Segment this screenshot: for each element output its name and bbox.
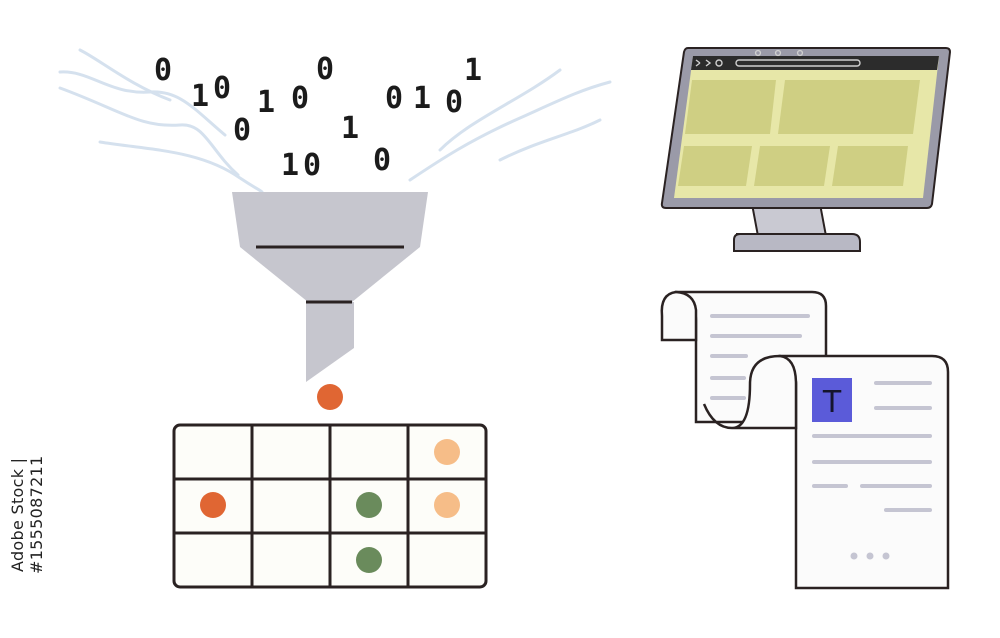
- binary-digit: 0: [445, 85, 463, 120]
- scroll-back-text-lines: [710, 314, 810, 400]
- binary-digit: 1: [413, 81, 431, 116]
- more-dots-icon: [850, 552, 890, 560]
- wave-line: [58, 86, 240, 177]
- binary-digit: 0: [316, 52, 334, 87]
- grid-dot-green: [356, 492, 382, 518]
- funnel-cone: [240, 247, 420, 302]
- binary-digit: 0: [154, 53, 172, 88]
- binary-digit: 1: [281, 148, 299, 183]
- binary-digit: 0: [303, 148, 321, 183]
- screen-content-tiles: [678, 80, 920, 186]
- binary-digit: 0: [213, 71, 231, 106]
- type-badge-letter: T: [822, 385, 842, 420]
- document-scroll-icon: T: [660, 290, 950, 590]
- scroll-front-curl: [731, 354, 798, 430]
- binary-digit: 1: [191, 79, 209, 114]
- binary-digit: 0: [373, 143, 391, 178]
- back-arrow-icon: [695, 59, 701, 67]
- falling-data-dot: [317, 384, 343, 410]
- binary-digit: 1: [341, 111, 359, 146]
- scroll-curl-edge: [702, 403, 733, 430]
- screen-tile: [754, 146, 830, 186]
- browser-bar: [691, 56, 939, 70]
- dot: [850, 552, 858, 560]
- wave-line: [498, 118, 602, 162]
- monitor-icon: [660, 47, 952, 252]
- browser-controls: [695, 49, 861, 67]
- binary-digit: 1: [464, 53, 482, 88]
- address-bar: [735, 59, 861, 67]
- dot: [882, 552, 890, 560]
- scroll-front-text-lines: [812, 381, 932, 512]
- data-wave-lines: [58, 48, 612, 194]
- grid-dot-green: [356, 547, 382, 573]
- funnel-spout: [306, 302, 354, 382]
- screen-tile: [778, 80, 920, 134]
- scroll-front-page: [778, 354, 950, 590]
- grid-dot-red: [200, 492, 226, 518]
- binary-digit: 0: [385, 81, 403, 116]
- window-button-icon: [774, 49, 782, 57]
- grid-dot-peach: [434, 492, 460, 518]
- scroll-back-curl: [660, 290, 698, 342]
- screen-tile: [832, 146, 908, 186]
- window-button-icon: [796, 49, 804, 57]
- wave-line: [438, 68, 562, 152]
- binary-digit: 0: [233, 113, 251, 148]
- screen-tile: [685, 80, 776, 134]
- stock-id-watermark: Adobe Stock | #1555087211: [8, 455, 46, 575]
- dot: [866, 552, 874, 560]
- data-grid-icon: [172, 423, 488, 589]
- binary-digit: 0: [291, 81, 309, 116]
- funnel-icon: [232, 192, 428, 382]
- wave-line: [98, 140, 264, 194]
- wave-line: [78, 48, 172, 102]
- window-button-icon: [754, 49, 762, 57]
- reload-icon: [715, 59, 723, 67]
- monitor-stand-base: [733, 233, 861, 252]
- forward-arrow-icon: [705, 59, 712, 67]
- wave-line: [408, 80, 612, 182]
- binary-digit: 1: [257, 85, 275, 120]
- funnel-top: [232, 192, 428, 247]
- grid-dot-peach: [434, 439, 460, 465]
- screen-tile: [678, 146, 752, 186]
- type-badge: [812, 378, 852, 422]
